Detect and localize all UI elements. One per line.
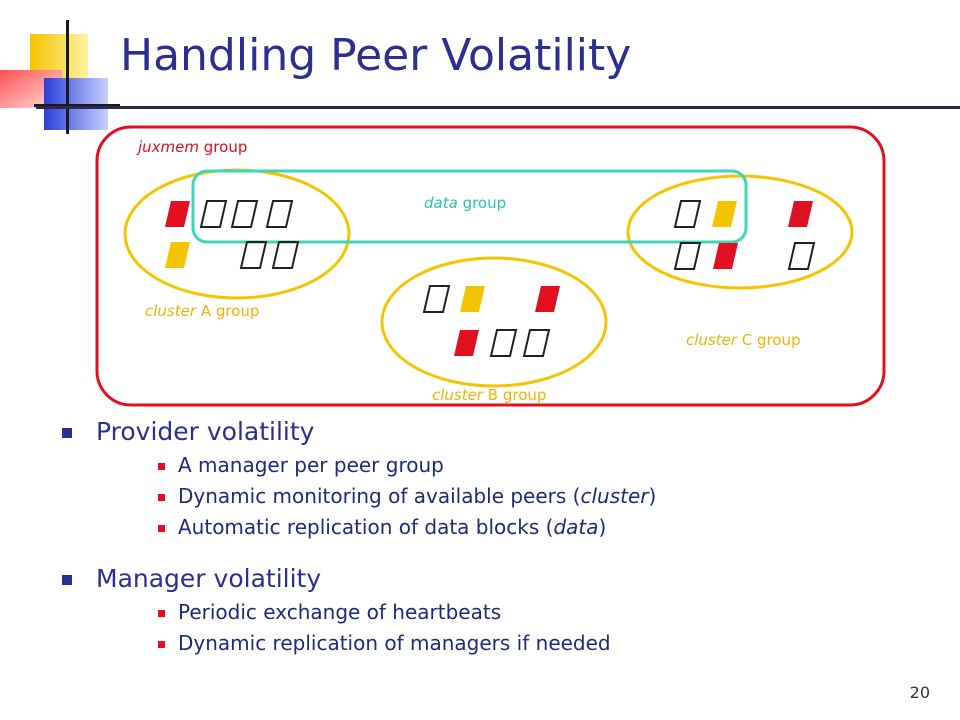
slide-logo [0, 20, 120, 134]
peer-node [165, 201, 190, 227]
cluster-b-peers [422, 285, 560, 357]
peer-node [535, 286, 560, 312]
data-group-label: data group [424, 194, 506, 212]
cluster-a-peers [165, 200, 300, 269]
sub-bullet: Dynamic monitoring of available peers (c… [60, 481, 920, 512]
peer-node [230, 200, 259, 228]
peer-node [522, 329, 551, 357]
bullet-manager-volatility: Manager volatility [60, 561, 920, 597]
peer-node [713, 243, 738, 269]
cluster-a-ellipse [123, 168, 351, 300]
sub-bullet: Dynamic replication of managers if neede… [60, 628, 920, 659]
data-group-box [191, 169, 748, 244]
cluster-a-label: cluster A group [145, 302, 259, 320]
peer-node [489, 329, 518, 357]
peer-node [165, 242, 190, 268]
peer-node [460, 286, 485, 312]
peer-node [454, 330, 479, 356]
cluster-c-peers [673, 200, 816, 270]
peer-node [199, 200, 228, 228]
peer-node [673, 242, 702, 270]
peer-node [788, 201, 813, 227]
sub-bullet: Periodic exchange of heartbeats [60, 597, 920, 628]
juxmem-group-label: juxmem group [136, 138, 247, 156]
peer-node [787, 242, 816, 270]
bullet-list: Provider volatility A manager per peer g… [60, 414, 920, 659]
title-underline [36, 106, 960, 109]
cluster-c-ellipse [626, 174, 854, 290]
cluster-b-ellipse [380, 256, 608, 388]
sub-bullet: A manager per peer group [60, 450, 920, 481]
peer-node [239, 241, 268, 269]
juxmem-group-box [95, 125, 886, 407]
peer-node [712, 201, 737, 227]
bullet-provider-volatility: Provider volatility [60, 414, 920, 450]
cluster-c-label: cluster C group [686, 331, 801, 349]
peer-node [265, 200, 294, 228]
cluster-b-label: cluster B group [432, 386, 546, 404]
slide-title: Handling Peer Volatility [120, 30, 632, 81]
peer-node [422, 285, 451, 313]
peer-group-diagram: juxmem group data group cluster [95, 125, 886, 407]
page-number: 20 [909, 683, 930, 702]
peer-node [673, 200, 702, 228]
peer-node [271, 241, 300, 269]
sub-bullet: Automatic replication of data blocks (da… [60, 512, 920, 543]
